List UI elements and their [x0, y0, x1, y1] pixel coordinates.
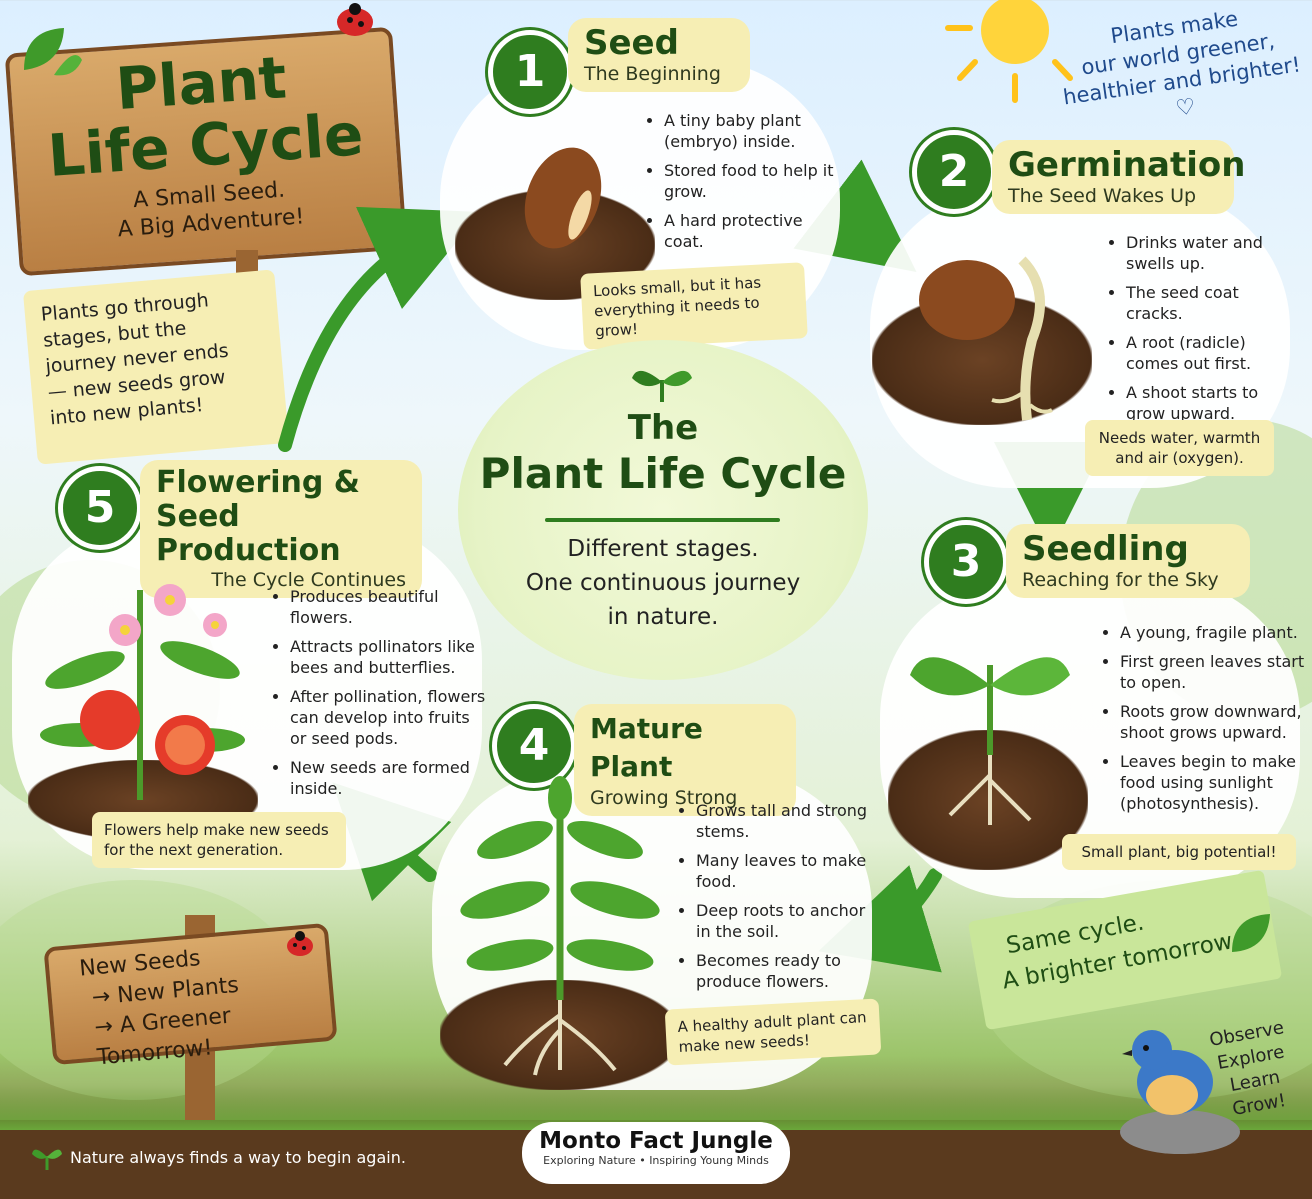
center-text: Different stages. One continuous journey… [525, 536, 801, 630]
tomato-plant-icon [40, 584, 245, 800]
stage-5-bullet: Produces beautiful flowers. [290, 586, 490, 628]
stage-5-note: Flowers help make new seeds for the next… [92, 812, 346, 868]
stage-3-subtitle: Reaching for the Sky [1022, 569, 1219, 591]
stage-1-number: 1 [488, 30, 572, 114]
stage-2-bullets: Drinks water and swells up. The seed coa… [1108, 232, 1296, 432]
stage-2-number: 2 [912, 130, 996, 214]
leaf-icon [1232, 914, 1270, 952]
germinating-seed-icon [919, 256, 1053, 421]
stage-2-subtitle: The Seed Wakes Up [1008, 185, 1197, 207]
seed-icon [524, 147, 602, 249]
stage-2-bullet: Drinks water and swells up. [1126, 232, 1296, 274]
brand-badge: Monto Fact Jungle Exploring Nature • Ins… [522, 1122, 790, 1184]
stage-4-bullets: Grows tall and strong stems. Many leaves… [678, 800, 876, 1000]
stage-4-title: Mature Plant [590, 712, 703, 783]
stage-3-bullet: First green leaves start to open. [1120, 651, 1306, 693]
stage-5-title-line1: Flowering & [156, 465, 360, 500]
stage-1-bullet: A hard protective coat. [664, 210, 844, 252]
leaf-icon [24, 28, 82, 76]
arrow-3-to-4 [818, 865, 942, 973]
flower-icon [154, 584, 186, 616]
stage-1-bullet: A tiny baby plant (embryo) inside. [664, 110, 844, 152]
stage-5-title-line2: Seed Production [156, 499, 341, 568]
sprout-icon [632, 370, 692, 402]
brand-tag2: Inspiring Young Minds [649, 1154, 769, 1167]
stage-3-number: 3 [924, 520, 1008, 604]
stage-4-subtitle: Growing Strong [590, 787, 738, 809]
stage-3-bullet: Leaves begin to make food using sunlight… [1120, 751, 1306, 814]
sprout-icon [32, 1149, 62, 1170]
stage-1-bullet: Stored food to help it grow. [664, 160, 844, 202]
sun-icon [945, 0, 1073, 103]
center-divider [545, 518, 780, 522]
stage-5-bullet: After pollination, flowers can develop i… [290, 686, 490, 749]
ladybug-icon [337, 3, 373, 36]
stage-3-bullet: A young, fragile plant. [1120, 622, 1306, 643]
stage-4-note: A healthy adult plant can make new seeds… [664, 998, 882, 1066]
stage-3-title-pill: Seedling Reaching for the Sky [1006, 524, 1250, 598]
seedling-icon [910, 657, 1070, 825]
flower-icon [109, 614, 141, 646]
brand-tag1: Exploring Nature [543, 1154, 636, 1167]
stage-1-title: Seed [584, 23, 679, 63]
stage-3-title: Seedling [1022, 529, 1189, 569]
arrow-1-to-2 [793, 159, 917, 273]
stage-3-bullets: A young, fragile plant. First green leav… [1102, 622, 1306, 822]
stage-2-note: Needs water, warmth and air (oxygen). [1085, 420, 1274, 476]
stage-5-bullet: New seeds are formed inside. [290, 757, 490, 799]
stage-2-bullet: The seed coat cracks. [1126, 282, 1296, 324]
mature-plant-icon [460, 776, 660, 1076]
stage-4-bullet: Deep roots to anchor in the soil. [696, 900, 876, 942]
arrow-5-to-1 [278, 206, 482, 452]
stage-2-bullet: A shoot starts to grow upward. [1126, 382, 1296, 424]
ladybug-icon [287, 931, 313, 956]
stage-5-number: 5 [58, 466, 142, 550]
center-title-small: The [627, 408, 699, 448]
center-title-big: Plant Life Cycle [479, 449, 847, 498]
stage-4-bullet: Grows tall and strong stems. [696, 800, 876, 842]
stage-4-bullet: Becomes ready to produce flowers. [696, 950, 876, 992]
stage-3-bullet: Roots grow downward, shoot grows upward. [1120, 701, 1306, 743]
stage-5-bullet: Attracts pollinators like bees and butte… [290, 636, 490, 678]
stage-5-bullets: Produces beautiful flowers. Attracts pol… [272, 586, 490, 807]
stage-4-number: 4 [492, 704, 576, 788]
stage-2-title-pill: Germination The Seed Wakes Up [992, 140, 1246, 214]
stage-5-title-pill: Flowering & Seed Production The Cycle Co… [140, 460, 422, 598]
stage-1-subtitle: The Beginning [584, 63, 721, 85]
center-title: The Plant Life Cycle [458, 408, 868, 500]
stage-3-note: Small plant, big potential! [1062, 834, 1296, 870]
stage-4-title-pill: Mature Plant Growing Strong [574, 704, 796, 816]
stage-1-note: Looks small, but it has everything it ne… [580, 262, 808, 350]
stage-4-bullet: Many leaves to make food. [696, 850, 876, 892]
tomato-icon [80, 690, 140, 750]
stage-5-subtitle: The Cycle Continues [211, 569, 406, 591]
stage-2-bullet: A root (radicle) comes out first. [1126, 332, 1296, 374]
stage-2-title: Germination [1008, 145, 1246, 185]
brand-name: Monto Fact Jungle [539, 1128, 773, 1154]
stage-1-title-pill: Seed The Beginning [568, 18, 750, 92]
flower-icon [203, 613, 227, 637]
footer-left-text: Nature always finds a way to begin again… [70, 1148, 406, 1167]
bluebird-icon [1120, 1030, 1240, 1154]
stage-1-bullets: A tiny baby plant (embryo) inside. Store… [646, 110, 844, 260]
